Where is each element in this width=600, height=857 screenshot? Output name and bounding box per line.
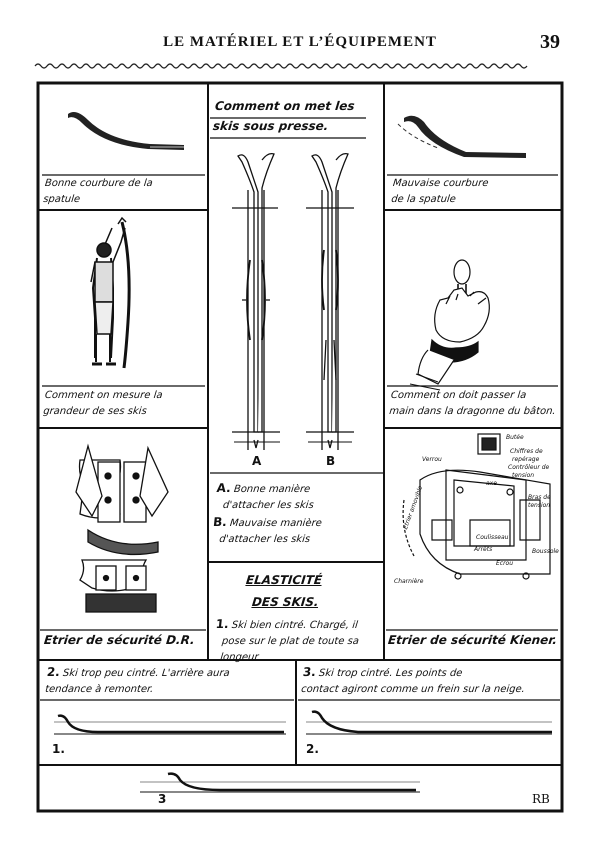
label-b: B <box>326 454 336 468</box>
caption-rules <box>40 117 560 701</box>
bad-ski-tip-drawing <box>397 115 526 158</box>
label-coulisseau: Coulisseau <box>476 534 509 541</box>
label-boussole: Boussole <box>532 548 559 555</box>
caption-measure-skis: Comment on mesure la grandeur de ses ski… <box>42 390 164 417</box>
kiener-binding-drawing <box>402 433 551 580</box>
skis-in-press-drawing <box>232 152 354 450</box>
caption-good-tip: Bonne courbure de la spatule <box>42 178 154 205</box>
note-too-flat: 2. Ski trop peu cintré. L'arrière aura t… <box>44 665 231 695</box>
press-legend: A. Bonne manière d'attacher les skis B. … <box>212 481 323 545</box>
hand-on-pole-strap-drawing <box>409 259 490 391</box>
elasticity-subtitle: DES SKIS. <box>251 595 320 609</box>
figure-label-2: 2. <box>306 742 319 756</box>
page-number: 39 <box>540 31 560 53</box>
figure-label-1: 1. <box>52 742 65 756</box>
label-reperage: repérage <box>512 456 540 463</box>
caption-kiener-binding: Etrier de sécurité Kiener. <box>387 633 558 647</box>
label-butee: Butée <box>506 434 524 441</box>
label-arrets: Arrêts <box>474 546 493 553</box>
press-title: Comment on met les skis sous presse. <box>212 99 356 133</box>
ski-reference-drawing <box>140 772 420 793</box>
wavy-rule <box>34 63 528 69</box>
label-axe: axe <box>486 480 497 487</box>
label-chiffres: Chiffres de <box>510 448 543 455</box>
label-charniere: Charnière <box>394 578 424 585</box>
person-measuring-skis-drawing <box>90 216 131 369</box>
figure-label-3: 3 <box>158 792 167 806</box>
ski-too-curved-drawing <box>306 710 552 735</box>
caption-bad-tip: Mauvaise courbure de la spatule <box>390 178 489 205</box>
note-too-curved: 3. Ski trop cintré. Les points de contac… <box>300 665 526 695</box>
label-tension: tension <box>512 472 535 479</box>
label-tension-2: tension <box>528 502 551 509</box>
caption-dr-binding: Etrier de sécurité D.R. <box>43 633 196 647</box>
ski-too-flat-drawing <box>54 714 286 735</box>
elasticity-note-1: 1. Ski bien cintré. Chargé, il pose sur … <box>215 617 360 663</box>
good-ski-tip-drawing <box>68 112 184 150</box>
label-bras-de: Bras de <box>528 494 551 501</box>
artist-signature: RB <box>532 792 550 806</box>
label-verrou: Verrou <box>422 456 442 463</box>
elasticity-title: ELASTICITÉ <box>245 573 323 587</box>
label-controleur: Contrôleur de <box>508 464 550 471</box>
caption-pole-strap: Comment on doit passer la main dans la d… <box>388 390 557 417</box>
grid-lines <box>38 83 562 766</box>
label-a: A <box>252 454 262 468</box>
page-header-title: LE MATÉRIEL ET L’ÉQUIPEMENT <box>163 34 437 50</box>
plate-frame <box>36 81 564 813</box>
dr-binding-drawing <box>75 443 169 613</box>
label-ecrou: Ecrou <box>496 560 514 567</box>
